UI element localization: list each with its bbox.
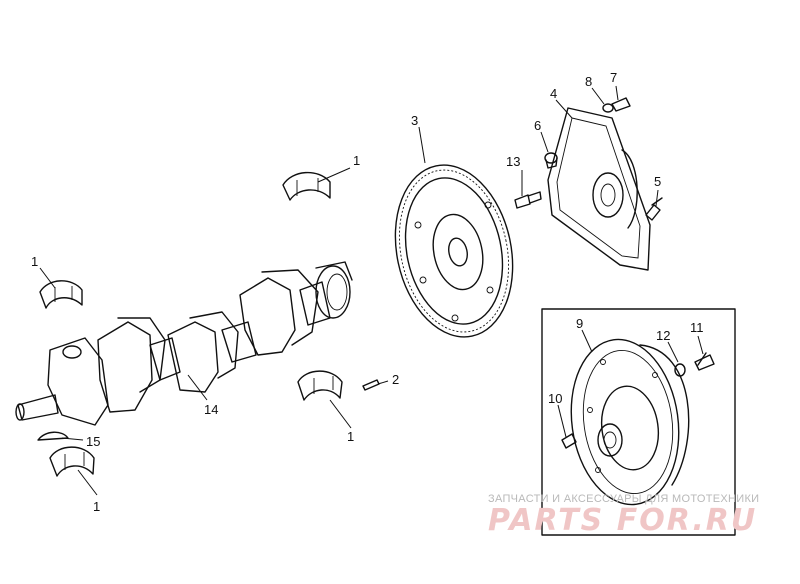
- callout-10: 10: [548, 391, 562, 406]
- washer-8: [602, 103, 614, 113]
- watermark-brand: PARTS FOR.RU: [488, 503, 757, 538]
- washer-12: [674, 363, 686, 377]
- callout-4: 4: [550, 86, 557, 101]
- woodruff-key: [37, 431, 69, 441]
- callout-1-mid: 1: [347, 429, 354, 444]
- callout-1-upper: 1: [353, 153, 360, 168]
- adapter-plate: [547, 107, 651, 271]
- inset-frame: [541, 308, 736, 536]
- bolt-11: [694, 352, 715, 371]
- callout-2: 2: [392, 372, 399, 387]
- callout-7: 7: [610, 70, 617, 85]
- callout-13: 13: [506, 154, 520, 169]
- callout-8: 8: [585, 74, 592, 89]
- callout-labels: 1 1 1 1 2 3 4 5 6 7 8 9 10 11 12 13 14 1…: [31, 70, 704, 514]
- drive-coupler: [570, 338, 690, 506]
- leader-lines: [39, 85, 704, 496]
- callout-6: 6: [534, 118, 541, 133]
- callout-9: 9: [576, 316, 583, 331]
- callout-12: 12: [656, 328, 670, 343]
- callout-1-left: 1: [31, 254, 38, 269]
- callout-11: 11: [690, 320, 704, 335]
- dowel-6: [544, 152, 558, 169]
- bearing-shell-left: [39, 280, 83, 309]
- callout-14: 14: [204, 402, 218, 417]
- bolt-13: [514, 191, 542, 209]
- watermark: ЗАПЧАСТИ И АКСЕССУАРЫ ДЛЯ МОТОТЕХНИКИ PA…: [488, 493, 759, 538]
- flywheel: [394, 164, 514, 338]
- bolt-7: [611, 97, 631, 112]
- callout-5: 5: [654, 174, 661, 189]
- bolt-10: [561, 433, 577, 449]
- bearing-shell-mid: [297, 370, 343, 401]
- watermark-tagline: ЗАПЧАСТИ И АКСЕССУАРЫ ДЛЯ МОТОТЕХНИКИ: [488, 493, 759, 505]
- dowel-pin: [362, 379, 380, 391]
- crankshaft: [15, 261, 353, 426]
- callout-3: 3: [411, 113, 418, 128]
- callout-1-lower: 1: [93, 499, 100, 514]
- callout-15: 15: [86, 434, 100, 449]
- bearing-shell-lower: [49, 446, 95, 477]
- bearing-shell-upper: [282, 171, 331, 201]
- bolt-5: [645, 197, 663, 221]
